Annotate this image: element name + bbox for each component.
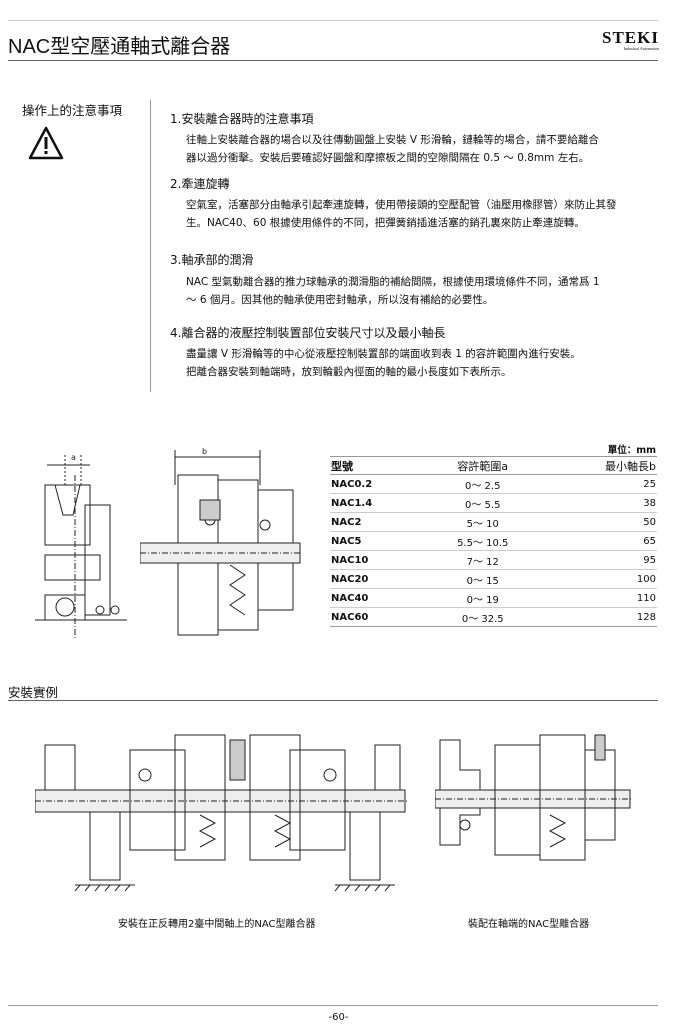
header-rule xyxy=(8,60,658,61)
section-rule xyxy=(8,700,658,701)
example-diagram-shaft-end xyxy=(435,734,633,861)
header-range: 容許範圍a xyxy=(424,456,542,475)
cell-length: 50 xyxy=(541,512,657,532)
cell-range: 0～ 19 xyxy=(424,588,542,608)
caption-shaft-end: 裝配在軸端的NAC型離合器 xyxy=(468,919,590,930)
section-title: 安裝實例 xyxy=(8,685,59,700)
cell-length: 38 xyxy=(541,493,657,513)
warning-icon xyxy=(28,126,64,160)
cell-range: 5.5～ 10.5 xyxy=(424,531,542,551)
dimension-b-label: b xyxy=(202,447,207,456)
text-line: ～ 6 個月。因其他的軸承使用密封軸承，所以沒有補給的必要性。 xyxy=(186,294,494,306)
note-1-body: 往軸上安裝離合器的場合以及往傳動圓盤上安裝 V 形滑輪，鏈輪等的場合，請不要給離… xyxy=(186,131,656,167)
text-line: 空氣室，活塞部分由軸承引起牽連旋轉，使用帶接頭的空壓配管（油壓用橡膠管）來防止其… xyxy=(186,199,617,211)
header-model: 型號 xyxy=(330,456,425,475)
steki-logo: STEKI Industrial Automation xyxy=(602,28,659,51)
cell-length: 25 xyxy=(541,474,657,494)
dimension-a-label: a xyxy=(71,453,76,462)
header-min-length: 最小軸長b xyxy=(541,456,657,475)
cell-range: 0～ 32.5 xyxy=(424,607,542,627)
text-line: 器以過分衝擊。安裝后要確認好圓盤和摩擦板之間的空隙間隔在 0.5 ～ 0.8mm… xyxy=(186,152,590,164)
text-line: 往軸上安裝離合器的場合以及往傳動圓盤上安裝 V 形滑輪，鏈輪等的場合，請不要給離… xyxy=(186,134,599,146)
cell-range: 0～ 15 xyxy=(424,569,542,589)
cell-length: 100 xyxy=(541,569,657,589)
cell-model: NAC0.2 xyxy=(330,474,425,494)
mounting-diagram-a: a xyxy=(35,453,127,640)
cell-model: NAC1.4 xyxy=(330,493,425,513)
top-rule xyxy=(8,20,658,21)
logo-sub: Industrial Automation xyxy=(623,46,659,51)
page-number: -60- xyxy=(328,1012,349,1023)
mounting-diagram-b: b xyxy=(140,447,302,636)
cell-model: NAC20 xyxy=(330,569,425,589)
note-2-title: 2.牽連旋轉 xyxy=(170,177,230,191)
logo-name: STEKI xyxy=(602,28,659,47)
note-3-title: 3.軸承部的潤滑 xyxy=(170,253,254,267)
note-1-title: 1.安裝離合器時的注意事項 xyxy=(170,112,314,126)
notes-divider xyxy=(150,100,151,392)
cell-length: 110 xyxy=(541,588,657,608)
cell-model: NAC10 xyxy=(330,550,425,570)
text-line: 生。NAC40、60 根據使用條件的不同，把彈簧銷插進活塞的銷孔裏來防止牽連旋轉… xyxy=(186,217,585,229)
cell-range: 5～ 10 xyxy=(424,512,542,532)
text-line: 把離合器安裝到軸端時，放到輪轂內徑面的軸的最小長度如下表所示。 xyxy=(186,366,512,378)
cell-range: 0～ 5.5 xyxy=(424,493,542,513)
text-line: 盡量讓 V 形滑輪等的中心從液壓控制裝置部的端面收到表 1 的容許範圍內進行安裝… xyxy=(186,348,581,360)
notes-label: 操作上的注意事項 xyxy=(22,103,123,118)
note-4-title: 4.離合器的液壓控制裝置部位安裝尺寸以及最小軸長 xyxy=(170,326,446,340)
cell-model: NAC60 xyxy=(330,607,425,627)
cell-model: NAC5 xyxy=(330,531,425,551)
cell-length: 128 xyxy=(541,607,657,627)
cell-model: NAC2 xyxy=(330,512,425,532)
cell-length: 65 xyxy=(541,531,657,551)
cell-length: 95 xyxy=(541,550,657,570)
cell-range: 7～ 12 xyxy=(424,550,542,570)
text-line: NAC 型氣動離合器的推力球軸承的潤滑脂的補給間隔，根據使用環境條件不同，通常爲… xyxy=(186,276,600,288)
cell-range: 0～ 2.5 xyxy=(424,474,542,494)
cell-model: NAC40 xyxy=(330,588,425,608)
example-diagram-twin-clutch xyxy=(35,734,407,892)
note-4-body: 盡量讓 V 形滑輪等的中心從液壓控制裝置部的端面收到表 1 的容許範圍內進行安裝… xyxy=(186,345,656,381)
caption-twin-clutch: 安裝在正反轉用2臺中間軸上的NAC型離合器 xyxy=(118,919,316,930)
note-2-body: 空氣室，活塞部分由軸承引起牽連旋轉，使用帶接頭的空壓配管（油壓用橡膠管）來防止其… xyxy=(186,196,656,232)
unit-label: 單位：mm xyxy=(607,445,656,456)
footer-rule xyxy=(8,1005,658,1006)
note-3-body: NAC 型氣動離合器的推力球軸承的潤滑脂的補給間隔，根據使用環境條件不同，通常爲… xyxy=(186,273,656,309)
page-title: NAC型空壓通軸式離合器 xyxy=(8,36,231,58)
